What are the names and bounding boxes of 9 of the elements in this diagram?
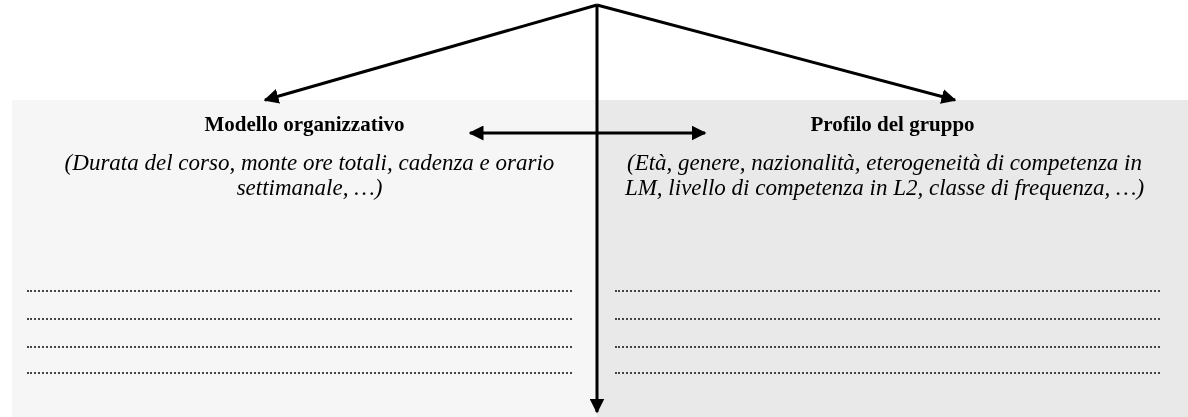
arrow bbox=[468, 125, 707, 141]
panel bbox=[12, 100, 597, 417]
description-text: (Durata del corso, monte ore totali, cadenza e orario settimanale, …) bbox=[64, 150, 555, 200]
panel bbox=[597, 100, 1188, 417]
panel-heading: Modello organizzativo bbox=[204, 112, 405, 136]
description-text: (Età, genere, nazionalità, eterogeneità di competenza in LM, livello di competenza in L2, classe di frequenza, …) bbox=[624, 150, 1145, 200]
panel-heading: Profilo del gruppo bbox=[810, 112, 975, 136]
arrow bbox=[263, 3, 598, 104]
arrow bbox=[596, 3, 957, 104]
